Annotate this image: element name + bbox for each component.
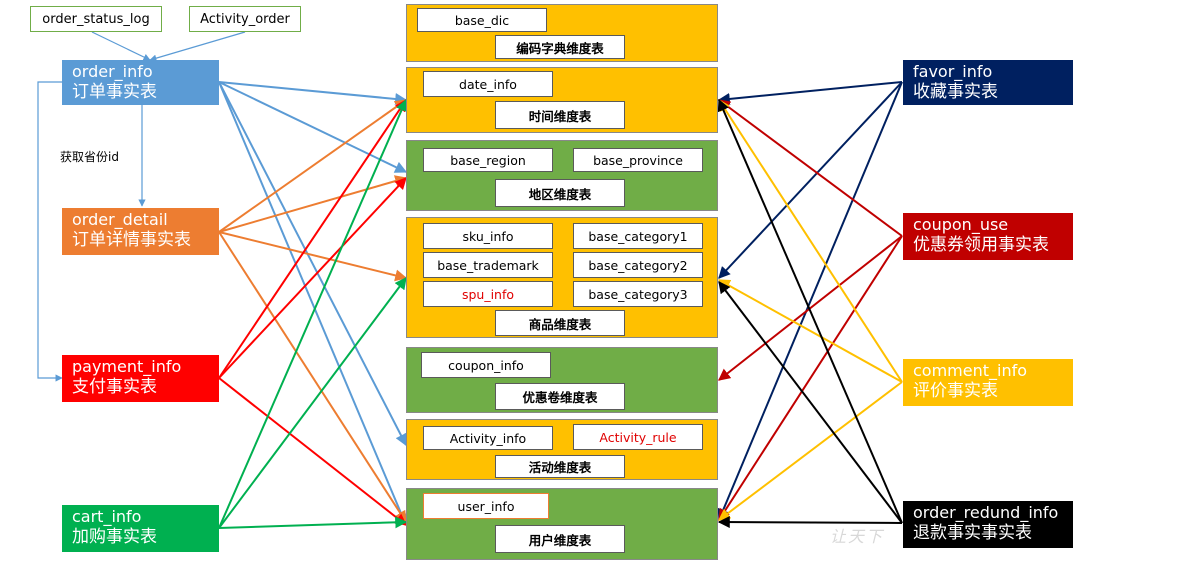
fact-order-redund-info-en: order_redund_info <box>913 503 1059 522</box>
dim-activity-title: 活动维度表 <box>495 455 625 478</box>
fact-payment-info-en: payment_info <box>72 357 182 376</box>
fact-order-detail: order_detail 订单详情事实表 <box>62 208 219 255</box>
fact-coupon-use-en: coupon_use <box>913 215 1009 234</box>
dim-user: user_info 用户维度表 <box>406 488 718 560</box>
dim-date-title: 时间维度表 <box>495 101 625 129</box>
dim-user-title: 用户维度表 <box>495 525 625 553</box>
fact-order-info: order_info 订单事实表 <box>62 60 219 105</box>
dim-coupon-title: 优惠卷维度表 <box>495 383 625 410</box>
tag-base-dic: base_dic <box>417 8 547 32</box>
tag-base-category1: base_category1 <box>573 223 703 249</box>
tag-base-province: base_province <box>573 148 703 172</box>
dim-product: sku_info base_category1 base_trademark b… <box>406 217 718 338</box>
fact-coupon-use-zh: 优惠券领用事实表 <box>913 235 1049 255</box>
fact-order-detail-zh: 订单详情事实表 <box>72 230 191 250</box>
tag-spu-info: spu_info <box>423 281 553 307</box>
tag-base-category2: base_category2 <box>573 252 703 278</box>
dim-region: base_region base_province 地区维度表 <box>406 140 718 211</box>
dim-activity: Activity_info Activity_rule 活动维度表 <box>406 419 718 480</box>
dim-coupon: coupon_info 优惠卷维度表 <box>406 347 718 413</box>
tag-activity-info: Activity_info <box>423 426 553 450</box>
fact-coupon-use: coupon_use 优惠券领用事实表 <box>903 213 1073 260</box>
source-activity-order: Activity_order <box>189 6 301 32</box>
source-order-status-log: order_status_log <box>30 6 162 32</box>
tag-coupon-info: coupon_info <box>421 352 551 378</box>
fact-order-redund-info: order_redund_info 退款事实事实表 <box>903 501 1073 548</box>
fact-comment-info: comment_info 评价事实表 <box>903 359 1073 406</box>
tag-base-trademark: base_trademark <box>423 252 553 278</box>
fact-favor-info-en: favor_info <box>913 62 993 81</box>
tag-date-info: date_info <box>423 71 553 97</box>
fact-favor-info: favor_info 收藏事实表 <box>903 60 1073 105</box>
tag-activity-rule: Activity_rule <box>573 424 703 450</box>
fact-cart-info: cart_info 加购事实表 <box>62 505 219 552</box>
dim-product-title: 商品维度表 <box>495 310 625 336</box>
fact-order-detail-en: order_detail <box>72 210 168 229</box>
fact-cart-info-en: cart_info <box>72 507 142 526</box>
fact-order-info-en: order_info <box>72 62 153 81</box>
province-id-note: 获取省份id <box>60 150 119 164</box>
tag-base-region: base_region <box>423 148 553 172</box>
dim-dic-title: 编码字典维度表 <box>495 35 625 59</box>
watermark: 让天下 <box>830 527 885 546</box>
fact-comment-info-zh: 评价事实表 <box>913 381 998 401</box>
dim-region-title: 地区维度表 <box>495 179 625 207</box>
fact-payment-info: payment_info 支付事实表 <box>62 355 219 402</box>
fact-comment-info-en: comment_info <box>913 361 1028 380</box>
fact-order-info-zh: 订单事实表 <box>72 82 157 102</box>
fact-cart-info-zh: 加购事实表 <box>72 527 157 547</box>
fact-order-redund-info-zh: 退款事实事实表 <box>913 523 1032 543</box>
dim-date: date_info 时间维度表 <box>406 67 718 133</box>
dim-dic: base_dic 编码字典维度表 <box>406 4 718 62</box>
fact-favor-info-zh: 收藏事实表 <box>913 82 998 102</box>
tag-user-info: user_info <box>423 493 549 519</box>
fact-payment-info-zh: 支付事实表 <box>72 377 157 397</box>
tag-sku-info: sku_info <box>423 223 553 249</box>
tag-base-category3: base_category3 <box>573 281 703 307</box>
